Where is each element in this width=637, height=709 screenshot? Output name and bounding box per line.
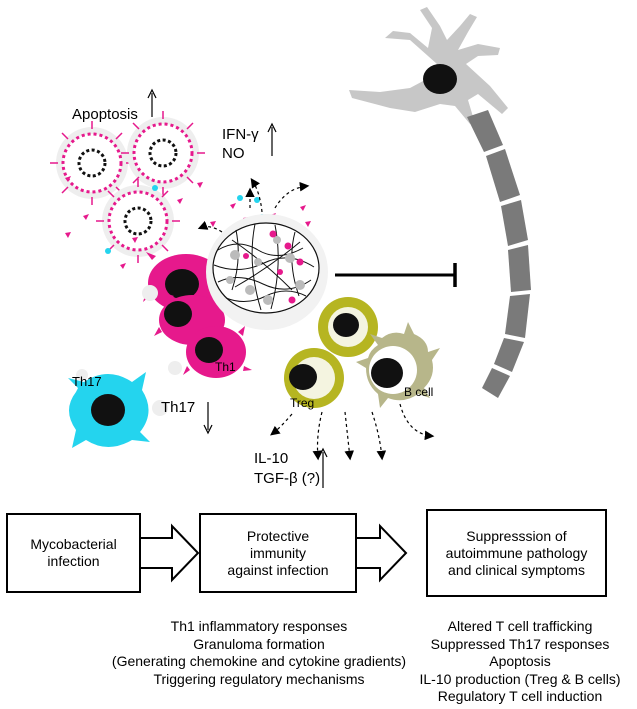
regulatory-cytokine-arrows <box>270 403 435 461</box>
axon-segment-2 <box>486 149 520 202</box>
flow-box-1-text: Mycobacterial infection <box>30 536 117 569</box>
list-item: Suppressed Th17 responses <box>430 635 610 652</box>
neuron-nucleus <box>423 64 457 94</box>
axon-segment-7 <box>482 368 510 398</box>
granuloma <box>206 214 328 330</box>
arrow-th17-down <box>203 402 213 435</box>
axon-segment-1 <box>467 110 503 152</box>
list-item: IL-10 production (Treg & B cells) <box>419 670 621 687</box>
flow-box-protective-immunity: Protective immunity against infection <box>199 513 357 593</box>
middle-mechanisms-list: Th1 inflammatory responses Granuloma for… <box>98 618 420 688</box>
tgf-beta-label: TGF-β (?) <box>254 470 321 487</box>
flow-box-suppression: Suppresssion of autoimmune pathology and… <box>426 509 607 597</box>
flow-box-mycobacterial-infection: Mycobacterial infection <box>6 513 141 593</box>
granuloma-cytokine-arrows <box>197 178 310 233</box>
apoptotic-cell-2 <box>121 111 205 195</box>
apoptotic-cell-1 <box>50 121 134 205</box>
b-cell <box>356 322 440 408</box>
b-cell-label: B cell <box>404 385 434 399</box>
list-item: Triggering regulatory mechanisms <box>153 670 365 687</box>
list-item: Altered T cell trafficking <box>447 618 593 634</box>
il10-label: IL-10 <box>254 450 289 467</box>
apoptotic-cell-3 <box>96 179 180 263</box>
list-item: Apoptosis <box>489 653 551 669</box>
th17-cell-label: Th17 <box>72 374 102 389</box>
flow-arrow-1 <box>139 523 200 583</box>
flow-arrow-2 <box>355 523 408 583</box>
axon-segment-5 <box>505 294 530 338</box>
neuron-cell-body <box>349 7 508 124</box>
flow-box-2-text: Protective immunity against infection <box>227 527 329 578</box>
ifn-gamma-label: IFN-γ <box>222 126 259 143</box>
treg-cell-1 <box>318 297 378 357</box>
apoptosis-label: Apoptosis <box>72 106 138 123</box>
no-label: NO <box>222 145 245 162</box>
th17-cell <box>68 372 150 448</box>
axon-segment-3 <box>501 200 528 246</box>
treg-cell-label: Treg <box>290 396 315 410</box>
flow-box-3-text: Suppresssion of autoimmune pathology and… <box>445 527 588 578</box>
arrow-ifn-up <box>267 122 277 156</box>
background-cells <box>76 285 182 416</box>
inhibition-arrow <box>335 263 457 287</box>
neuron <box>349 7 531 398</box>
axon-segment-6 <box>494 338 524 372</box>
th1-cell-label: Th1 <box>215 360 236 374</box>
arrow-il10-up <box>318 447 328 488</box>
right-mechanisms-list: Altered T cell trafficking Suppressed Th… <box>408 618 632 706</box>
th1-cell-3 <box>183 326 252 378</box>
list-item: Granuloma formation <box>193 635 325 652</box>
list-item: Regulatory T cell induction <box>437 688 603 704</box>
axon-segment-4 <box>508 245 531 292</box>
arrow-apoptosis-up <box>147 88 157 117</box>
th17-down-label: Th17 <box>161 399 196 416</box>
list-item: Th1 inflammatory responses <box>170 618 348 634</box>
list-item: (Generating chemokine and cytokine gradi… <box>111 653 407 669</box>
treg-cell-2 <box>284 348 344 408</box>
